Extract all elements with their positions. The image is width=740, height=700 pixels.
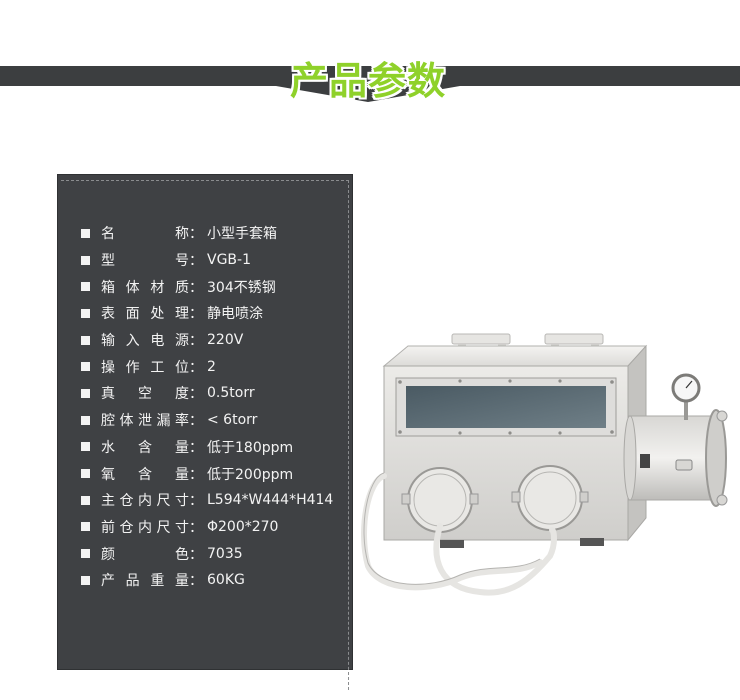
spec-row: 水 含 量：低于180ppm (81, 434, 333, 461)
viewing-window (406, 386, 606, 428)
spec-value: 低于180ppm (207, 439, 294, 456)
title-badge-shape (276, 66, 460, 102)
bullet-icon (81, 335, 90, 345)
valve-handle (640, 454, 650, 468)
spec-row: 真 空 度：0.5torr (81, 380, 333, 407)
spec-label: 氧 含 量 (101, 466, 189, 483)
spec-label: 水 含 量 (101, 439, 189, 456)
spec-label: 颜 色 (101, 546, 189, 563)
spec-label: 操作工位 (101, 359, 189, 376)
spec-row: 型 号：VGB-1 (81, 247, 333, 274)
glove-box-illustration (360, 333, 728, 596)
bullet-icon (81, 469, 90, 479)
bullet-icon (81, 549, 90, 559)
bullet-icon (81, 362, 90, 372)
bullet-icon (81, 255, 90, 265)
spec-row: 输入电源：220V (81, 327, 333, 354)
bullet-icon (81, 282, 90, 292)
pressure-gauge-icon (671, 373, 701, 420)
spec-value: 2 (207, 358, 216, 375)
bullet-icon (81, 388, 90, 398)
spec-label: 腔体泄漏率 (101, 413, 189, 430)
spec-row: 氧 含 量：低于200ppm (81, 460, 333, 487)
spec-value: 220V (207, 332, 244, 349)
spec-row: 腔体泄漏率：< 6torr (81, 407, 333, 434)
spec-row: 名 称：小型手套箱 (81, 220, 333, 247)
bullet-icon (81, 228, 90, 238)
spec-label: 型 号 (101, 253, 189, 270)
spec-value: 0.5torr (207, 385, 255, 402)
spec-label: 前仓内尺寸 (101, 519, 189, 536)
bullet-icon (81, 442, 90, 452)
spec-label: 名 称 (101, 226, 189, 243)
spec-label: 箱体材质 (101, 279, 189, 296)
spec-value: 60KG (207, 572, 245, 589)
spec-row: 产品重量：60KG (81, 567, 333, 594)
antechamber (623, 409, 728, 507)
spec-row: 表面处理：静电喷涂 (81, 300, 333, 327)
spec-label: 主仓内尺寸 (101, 493, 189, 510)
bullet-icon (81, 522, 90, 532)
bullet-icon (81, 495, 90, 505)
spec-panel: 名 称：小型手套箱 型 号：VGB-1 箱体材质：304不锈钢 表面处理：静电喷… (57, 174, 353, 690)
spec-row: 颜 色：7035 (81, 540, 333, 567)
spec-row: 前仓内尺寸：Φ200*270 (81, 514, 333, 541)
section-title-badge: 产品参数 (276, 40, 460, 103)
spec-value: 7035 (207, 545, 243, 562)
bullet-icon (81, 308, 90, 318)
section-title: 产品参数 (289, 59, 446, 103)
spec-value: 304不锈钢 (207, 279, 276, 296)
bullet-icon (81, 415, 90, 425)
spec-label: 输入电源 (101, 333, 189, 350)
spec-value: VGB-1 (207, 252, 251, 269)
spec-value: 低于200ppm (207, 466, 294, 483)
spec-label: 表面处理 (101, 306, 189, 323)
hoses (360, 473, 557, 596)
spec-row: 箱体材质：304不锈钢 (81, 273, 333, 300)
spec-list: 名 称：小型手套箱 型 号：VGB-1 箱体材质：304不锈钢 表面处理：静电喷… (81, 220, 333, 594)
spec-label: 产品重量 (101, 573, 189, 590)
spec-value: < 6torr (207, 412, 258, 429)
spec-row: 操作工位：2 (81, 353, 333, 380)
spec-value: 静电喷涂 (207, 306, 263, 323)
spec-value: Φ200*270 (207, 518, 279, 535)
spec-row: 主仓内尺寸：L594*W444*H414 (81, 487, 333, 514)
spec-value: L594*W444*H414 (207, 492, 334, 509)
bullet-icon (81, 575, 90, 585)
spec-label: 真 空 度 (101, 386, 189, 403)
spec-value: 小型手套箱 (207, 226, 277, 243)
